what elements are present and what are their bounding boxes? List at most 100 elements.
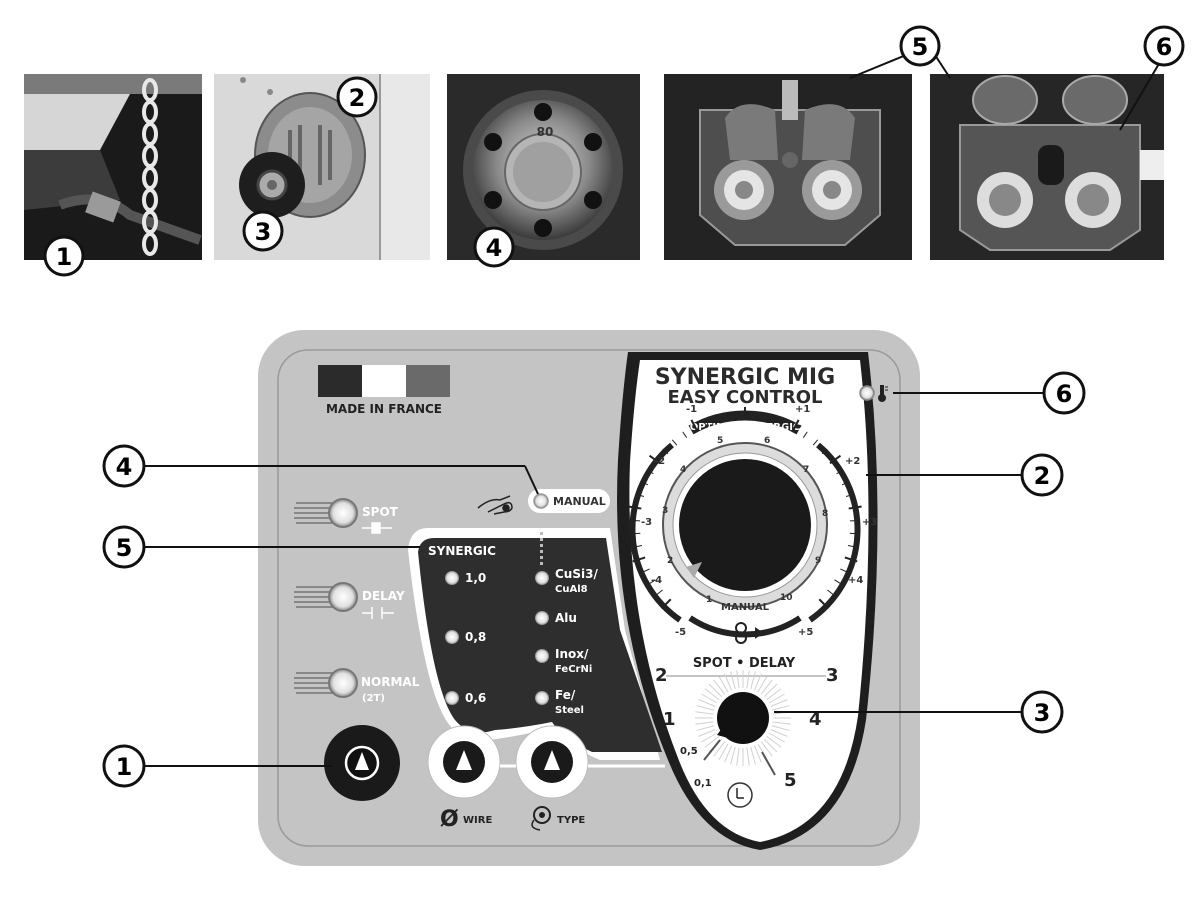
dial-tick [780,419,785,427]
spot-label: SPOT [362,505,399,519]
manual-led-pill: MANUAL [528,489,610,513]
scale-m5: -5 [675,627,686,638]
wire-feed-icon [735,622,764,644]
spot-delay-knob[interactable] [717,692,769,744]
photo-4-wire-feeder-open [664,74,912,260]
timer-ray [713,679,726,695]
inner-2: 2 [667,556,673,566]
dial-tick [844,556,858,563]
wire-spool-icon [531,806,551,831]
wire-diameter-button[interactable] [427,725,501,799]
dial-tick [682,431,688,438]
roller-size-text: 08 [537,124,554,138]
scale-m2: -2 [654,456,665,467]
timer-ray [708,683,723,698]
timer-0-5: 0,5 [680,746,698,757]
timer-ray [760,679,773,695]
timer-ray [770,699,788,707]
scale-p4: +4 [848,575,863,586]
photo-callout-1-label: 1 [56,243,73,271]
mode-spot-indicator: SPOT [294,498,399,534]
type-alu-label: Alu [555,611,577,625]
mode-button[interactable] [324,725,400,801]
dial-tick [847,544,855,548]
wire-type-button[interactable] [515,725,589,799]
callout-3-label: 3 [1034,699,1051,727]
timer-2: 2 [655,665,668,686]
hand-icon [477,495,513,515]
scale-m3: -3 [641,517,652,528]
inner-scale-labels: 1 2 3 4 5 6 7 8 9 10 [662,436,828,605]
photo-callout-6: 6 [1119,25,1185,131]
dial-tick [731,413,734,421]
spot-led [328,498,358,528]
timer-ray [750,746,756,765]
timer-ray [757,676,768,693]
title-line-2: EASY CONTROL [668,387,823,408]
scale-p3: +3 [862,517,877,528]
up-arrow-icon [355,752,369,770]
dial-tick [791,419,800,432]
dial-tick [818,598,830,610]
timer-4: 4 [809,709,822,730]
timer-ray [696,725,715,731]
timer-ray [701,693,718,704]
timer-5: 5 [784,770,797,791]
photo-callout-1: 1 [43,235,85,277]
dial-tick [821,448,828,455]
callout-4-label: 4 [116,453,133,481]
wire-0-6-label: 0,6 [465,691,486,705]
manual-led [533,493,549,509]
voltage-dial[interactable]: OPTIMAL SYNERGIC MANUAL [629,410,861,644]
timer-ray [704,735,720,748]
mode-delay-indicator: DELAY [294,582,405,619]
callout-1-label: 1 [116,753,133,781]
dial-tick [643,568,650,573]
photo-callout-6-label: 6 [1156,33,1173,61]
wire-diameter-leds: 1,0 0,8 0,6 [445,571,486,705]
normal-sub-label: (2T) [362,693,385,704]
dial-tick [802,431,808,438]
dial-tick [637,494,645,497]
delay-symbol-icon [362,607,394,619]
inner-5: 5 [717,436,723,446]
dial-tick-marks [628,407,862,610]
delay-label: DELAY [362,589,405,603]
timer-ray [704,688,720,701]
timer-ray [766,688,782,701]
timer-ray [736,670,740,689]
timer-ray [730,746,736,765]
photo-callout-3: 3 [242,210,284,252]
callout-3: 3 [774,690,1064,734]
timer-ray [713,741,726,757]
led-type-cusi [535,571,549,585]
photo-3-drive-roller: 08 [447,74,640,260]
type-label: TYPE [557,815,585,826]
dial-tick [690,419,699,432]
callout-6-label: 6 [1056,380,1073,408]
timer-ray [698,699,716,707]
photo-callout-5: 5 [849,25,951,79]
timer-ray [750,671,756,690]
inner-10: 10 [780,593,793,603]
photo-callout-4-label: 4 [486,234,503,262]
inner-3: 3 [662,506,668,516]
timer-ray [695,711,714,715]
timer-ray [768,693,785,704]
dial-tick [848,505,862,510]
timer-ray [746,747,750,766]
wire-1-0-label: 1,0 [465,571,486,585]
photo-5-wire-feeder-closed [930,74,1164,260]
inner-8: 8 [822,509,828,519]
timer-ray [763,738,778,753]
scale-p5: +5 [798,627,813,638]
timer-ray [698,729,716,737]
led-wire-1-0 [445,571,459,585]
voltage-knob[interactable] [679,459,811,591]
led-type-inox [535,649,549,663]
callout-4: 4 [102,444,539,495]
dial-tick [756,413,759,421]
dial-tick [769,415,772,424]
inner-9: 9 [815,556,821,566]
dial-tick [649,579,656,584]
